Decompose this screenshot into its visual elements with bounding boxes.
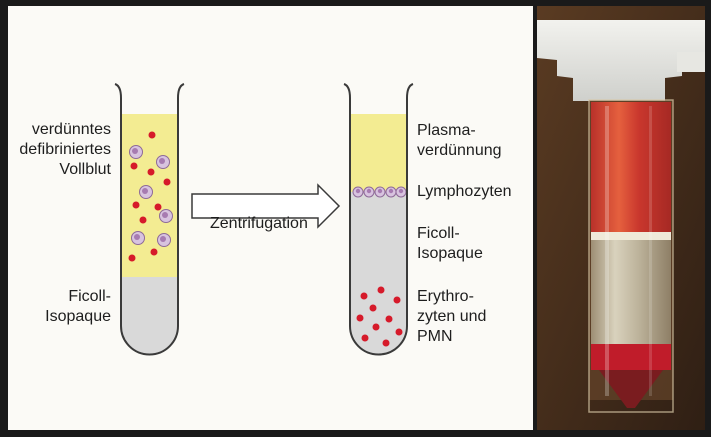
erythrocyte <box>129 255 136 262</box>
label-ficoll-left: Ficoll- Isopaque <box>45 287 111 327</box>
erythrocyte <box>394 297 401 304</box>
lymphocyte <box>157 156 170 169</box>
tube-highlight <box>605 106 609 396</box>
photo-interphase <box>591 232 671 240</box>
erythrocyte <box>151 249 158 256</box>
erythrocyte <box>357 315 364 322</box>
label-lymphocytes: Lymphozyten <box>417 182 512 202</box>
lymphocyte <box>158 234 171 247</box>
photo-ficoll <box>591 240 671 344</box>
tube-highlight <box>649 106 652 396</box>
label-centrifugation: Zentrifugation <box>210 214 308 234</box>
lymphocyte <box>375 187 385 197</box>
lymphocyte-band <box>353 187 406 197</box>
plasma-layer <box>347 114 410 192</box>
erythrocyte <box>373 324 380 331</box>
lymphocyte <box>396 187 406 197</box>
lymphocyte <box>386 187 396 197</box>
lymphocyte <box>130 146 143 159</box>
erythrocyte <box>386 316 393 323</box>
erythrocyte <box>155 204 162 211</box>
lymphocyte <box>140 186 153 199</box>
photo-svg <box>537 6 705 430</box>
cap-clip <box>677 52 705 72</box>
diagram-panel: verdünntes defibriniertes Vollblut Ficol… <box>8 6 533 430</box>
erythrocyte <box>148 169 155 176</box>
lymphocyte <box>160 210 173 223</box>
erythrocyte <box>378 287 385 294</box>
erythrocyte <box>140 217 147 224</box>
erythrocyte <box>362 335 369 342</box>
tube-photo <box>537 6 705 430</box>
erythrocyte <box>131 163 138 170</box>
erythrocyte <box>370 305 377 312</box>
photo-plasma <box>591 102 671 232</box>
lymphocyte <box>353 187 363 197</box>
lymphocyte <box>132 232 145 245</box>
left-tube-contents <box>118 114 181 367</box>
label-ficoll-right: Ficoll- Isopaque <box>417 224 483 264</box>
lymphocyte <box>364 187 374 197</box>
erythrocyte <box>361 293 368 300</box>
erythrocyte <box>164 179 171 186</box>
label-plasma: Plasma- verdünnung <box>417 121 502 161</box>
erythrocyte <box>133 202 140 209</box>
erythrocyte <box>149 132 156 139</box>
erythrocyte <box>383 340 390 347</box>
label-diluted-blood: verdünntes defibriniertes Vollblut <box>19 120 111 180</box>
photo-erythrocytes <box>591 344 671 370</box>
erythrocyte <box>396 329 403 336</box>
label-erythrocytes-pmn: Erythro- zyten und PMN <box>417 287 486 347</box>
